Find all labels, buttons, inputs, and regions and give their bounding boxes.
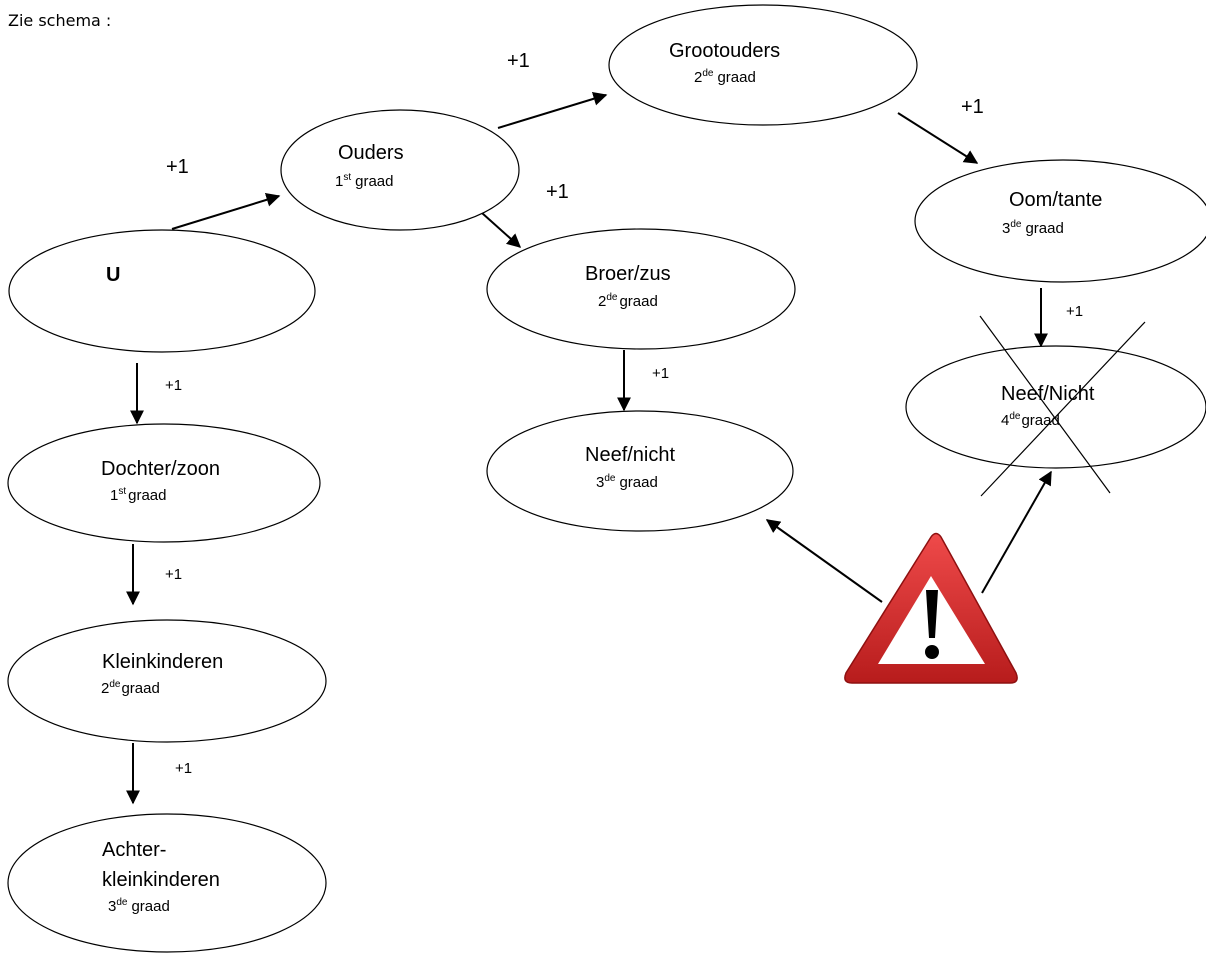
node-neefnicht-3-title: Neef/nicht xyxy=(585,444,675,466)
arrow-ouders-to-grootouders xyxy=(497,91,608,129)
warning-triangle-icon xyxy=(844,532,1018,684)
cross-line-2 xyxy=(980,321,1146,497)
intro-text: Zie schema : xyxy=(8,11,111,30)
node-broerzus-title: Broer/zus xyxy=(585,263,671,285)
edge-label-u-dochterzoon: +1 xyxy=(165,377,182,394)
edge-label-u-ouders: +1 xyxy=(166,156,189,178)
node-ouders-title: Ouders xyxy=(338,142,404,164)
node-kleinkinderen-degree: 2degraad xyxy=(101,679,160,697)
exclamation-dot xyxy=(925,645,939,659)
arrow-warning-to-neefnicht4 xyxy=(981,470,1052,594)
node-neefnicht-4-title: Neef/Nicht xyxy=(1001,383,1095,405)
node-achterkleinkinderen-title-line2: kleinkinderen xyxy=(102,869,220,891)
node-kleinkinderen: Kleinkinderen 2degraad xyxy=(7,619,327,743)
node-kleinkinderen-title: Kleinkinderen xyxy=(102,651,223,673)
arrow-grootouders-to-oomtante xyxy=(897,112,979,164)
edge-label-dochterzoon-kleinkinderen: +1 xyxy=(165,566,182,583)
edge-label-kleinkinderen-achterkleinkinderen: +1 xyxy=(175,760,192,777)
arrow-u-to-ouders xyxy=(171,193,281,230)
edge-label-ouders-broerzus: +1 xyxy=(546,181,569,203)
node-dochterzoon-title: Dochter/zoon xyxy=(101,458,220,480)
edge-label-grootouders-oomtante: +1 xyxy=(961,96,984,118)
node-u-title: U xyxy=(106,264,120,286)
arrow-warning-to-neefnicht3 xyxy=(765,519,883,603)
edge-label-oomtante-neefnicht: +1 xyxy=(1066,303,1083,320)
exclamation-bar xyxy=(926,590,938,638)
arrow-ouders-to-broerzus xyxy=(481,212,522,248)
node-achterkleinkinderen-title-line1: Achter- xyxy=(102,839,166,861)
node-neefnicht-4: Neef/Nicht 4degraad xyxy=(905,315,1206,497)
edge-label-ouders-grootouders: +1 xyxy=(507,50,530,72)
node-neefnicht-4-degree: 4degraad xyxy=(1001,411,1060,429)
edge-label-broerzus-neefnicht: +1 xyxy=(652,365,669,382)
node-oomtante-title: Oom/tante xyxy=(1009,189,1102,211)
cross-line-1 xyxy=(979,315,1111,494)
node-grootouders-title: Grootouders xyxy=(669,40,780,62)
node-u: U xyxy=(8,229,316,353)
